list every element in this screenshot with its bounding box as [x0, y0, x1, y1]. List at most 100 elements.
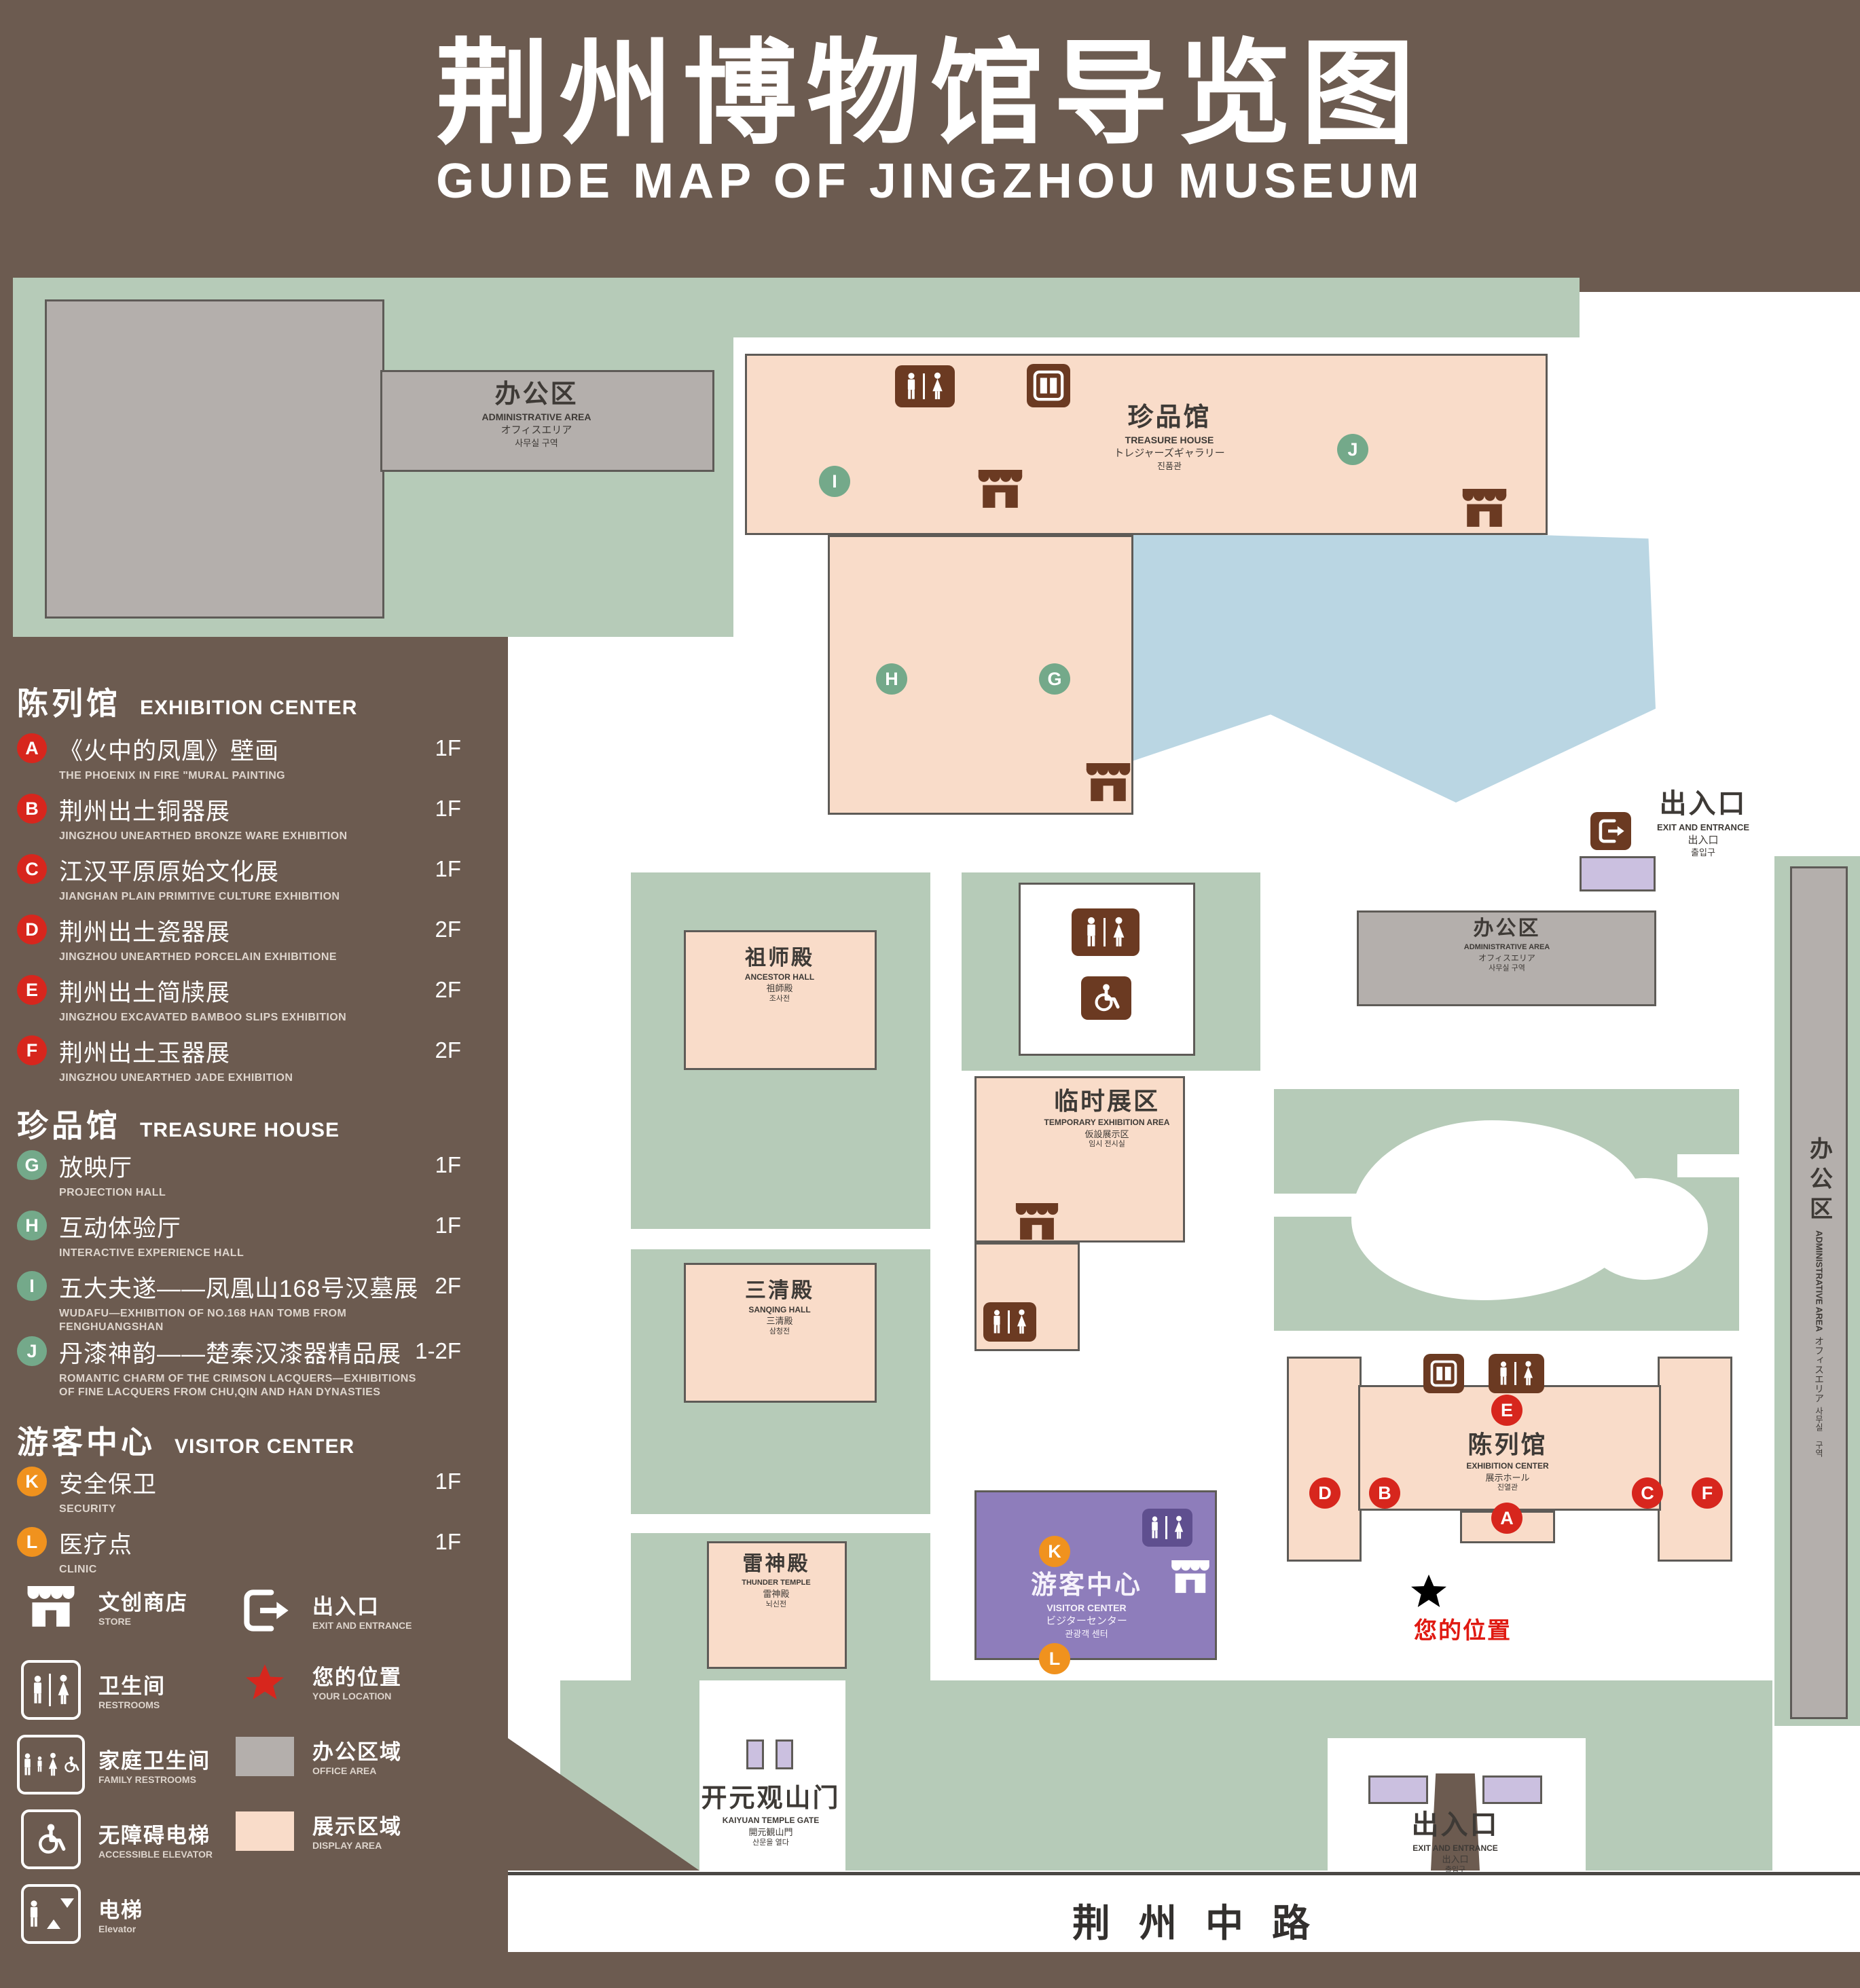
admin-nw-building-east: [380, 370, 714, 472]
elevator-icon: [1027, 364, 1070, 407]
marker-badge-G: G: [17, 1150, 47, 1180]
treasure-house-label: 珍品馆 TREASURE HOUSE トレジャーズギャラリー 진품관: [1114, 403, 1225, 471]
sanqing-hall-building: [684, 1263, 877, 1403]
exit-s-pad-east: [1482, 1775, 1542, 1804]
your-location-label: 您的位置: [1414, 1618, 1512, 1644]
gate-plaza: [699, 1680, 845, 1871]
admin-nw-name: 办公区: [494, 380, 579, 409]
temporary-exhibition-label: 临时展区 TEMPORARY EXHIBITION AREA 仮設展示区 임시 …: [1044, 1087, 1170, 1149]
gate-label: 开元观山门 KAIYUAN TEMPLE GATE 開元観山門 산문을 열다: [701, 1784, 841, 1847]
sanqing-hall-label: 三清殿 SANQING HALL 三清殿 삼청전: [745, 1278, 814, 1336]
map-marker-A: A: [1491, 1503, 1522, 1534]
legend-section-exhibition-center: 陈列馆 EXHIBITION CENTER: [17, 686, 358, 721]
restroom-icon: [983, 1302, 1036, 1342]
legend-item-C: C 江汉平原原始文化展 JIANGHAN PLAIN PRIMITIVE CUL…: [17, 853, 487, 904]
map-marker-K: K: [1039, 1536, 1070, 1567]
visitor-center-label: 游客中心 VISITOR CENTER ビジターセンター 관광객 센터: [1030, 1571, 1143, 1639]
exit-s-pad-west: [1368, 1775, 1428, 1804]
exit-icon: [1590, 812, 1631, 850]
legend-item-K: K 安全保卫 SECURITY 1F: [17, 1465, 487, 1516]
legend-section-treasure-house: 珍品馆 TREASURE HOUSE: [17, 1108, 340, 1143]
thunder-temple-building: [707, 1541, 847, 1669]
marker-badge-L: L: [17, 1527, 47, 1557]
map-marker-C: C: [1632, 1477, 1663, 1509]
marker-badge-F: F: [17, 1035, 47, 1065]
jingzhou-middle-road-label: 荆州中路: [1072, 1902, 1338, 1945]
poster-title-en: GUIDE MAP OF JINGZHOU MUSEUM: [436, 154, 1424, 208]
location-star-icon: [1411, 1574, 1446, 1608]
marker-badge-I: I: [17, 1271, 47, 1301]
marker-badge-B: B: [17, 794, 47, 824]
marker-badge-J: J: [17, 1336, 47, 1366]
map-marker-J: J: [1337, 434, 1368, 465]
legend-item-G: G 放映厅 PROJECTION HALL 1F: [17, 1149, 487, 1200]
map-marker-H: H: [876, 663, 907, 695]
store-icon: [976, 470, 1025, 509]
legend-item-D: D 荆州出土瓷器展 JINGZHOU UNEARTHED PORCELAIN E…: [17, 913, 487, 964]
restroom-icon: [895, 365, 955, 407]
elevator-icon: [17, 1884, 85, 1944]
exhibition-center-west-wing: [1287, 1357, 1362, 1562]
gate-pillar-west: [746, 1740, 764, 1769]
ancestor-hall-label: 祖师殿 ANCESTOR HALL 祖師殿 조사전: [744, 946, 815, 1004]
landscape-green-top-band: [733, 278, 1580, 337]
location-star-icon: [231, 1663, 299, 1700]
restroom-icon: [1142, 1509, 1192, 1547]
legend-item-E: E 荆州出土简牍展 JINGZHOU EXCAVATED BAMBOO SLIP…: [17, 974, 487, 1025]
office-area-swatch: [231, 1736, 299, 1776]
exhibition-center-label: 陈列馆 EXHIBITION CENTER 展示ホール 진열관: [1466, 1431, 1549, 1492]
restroom-icon: [1072, 908, 1139, 956]
thunder-temple-label: 雷神殿 THUNDER TEMPLE 雷神殿 뇌신전: [742, 1553, 811, 1608]
accessible-elevator-icon: [17, 1809, 85, 1869]
marker-badge-C: C: [17, 854, 47, 884]
exit-s-opening: [1431, 1773, 1480, 1871]
treasure-house-north-wing: [745, 354, 1548, 535]
legend-item-I: I 五大夫遂——凤凰山168号汉墓展 WUDAFU—EXHIBITION OF …: [17, 1270, 487, 1334]
garden-path-west: [1274, 1194, 1362, 1217]
garden-path-east: [1677, 1154, 1739, 1177]
legend-item-H: H 互动体验厅 INTERACTIVE EXPERIENCE HALL 1F: [17, 1209, 487, 1260]
map-marker-E: E: [1491, 1395, 1522, 1426]
family-restroom-icon: [17, 1735, 85, 1794]
legend-item-J: J 丹漆神韵——楚秦汉漆器精品展 ROMANTIC CHARM OF THE C…: [17, 1335, 487, 1399]
marker-badge-K: K: [17, 1467, 47, 1496]
map-marker-B: B: [1369, 1477, 1400, 1509]
display-area-swatch: [231, 1811, 299, 1851]
exit-s-label: 出入口 EXIT AND ENTRANCE 出入口 출입구: [1411, 1810, 1499, 1875]
exit-ne-label: 出入口 EXIT AND ENTRANCE 出入口 출입구: [1656, 789, 1750, 858]
map-marker-I: I: [819, 466, 850, 497]
accessible-restroom-icon: [1081, 976, 1131, 1020]
admin-nw-building-west: [45, 299, 384, 619]
store-icon: [1169, 1560, 1211, 1594]
temporary-exhibition-building-upper: [974, 1076, 1185, 1242]
marker-badge-D: D: [17, 915, 47, 944]
legend-item-F: F 荆州出土玉器展 JINGZHOU UNEARTHED JADE EXHIBI…: [17, 1034, 487, 1085]
marker-badge-A: A: [17, 733, 47, 763]
restroom-icon: [1489, 1354, 1544, 1393]
admin-east-label: 办公区 ADMINISTRATIVE AREA オフィスエリア 사무실 구역: [1806, 1137, 1832, 1457]
legend-item-B: B 荆州出土铜器展 JINGZHOU UNEARTHED BRONZE WARE…: [17, 792, 487, 843]
exhibition-center-east-wing: [1658, 1357, 1732, 1562]
poster-title-zh: 荆州博物馆导览图: [435, 30, 1425, 158]
legend-section-visitor-center: 游客中心 VISITOR CENTER: [17, 1424, 355, 1460]
gate-pillar-east: [776, 1740, 793, 1769]
legend-item-L: L 医疗点 CLINIC 1F: [17, 1526, 487, 1577]
map-marker-D: D: [1309, 1477, 1341, 1509]
legend-item-title: 《火中的凤凰》壁画: [59, 738, 280, 765]
exit-icon: [231, 1585, 299, 1636]
store-icon: [1460, 489, 1509, 528]
admin-east-building: [1790, 866, 1848, 1719]
marker-badge-H: H: [17, 1211, 47, 1240]
map-marker-G: G: [1039, 663, 1070, 695]
restroom-icon: [17, 1660, 85, 1720]
store-icon: [17, 1586, 85, 1628]
legend-item-subtitle: THE PHOENIX IN FIRE "MURAL PAINTING: [59, 770, 286, 781]
